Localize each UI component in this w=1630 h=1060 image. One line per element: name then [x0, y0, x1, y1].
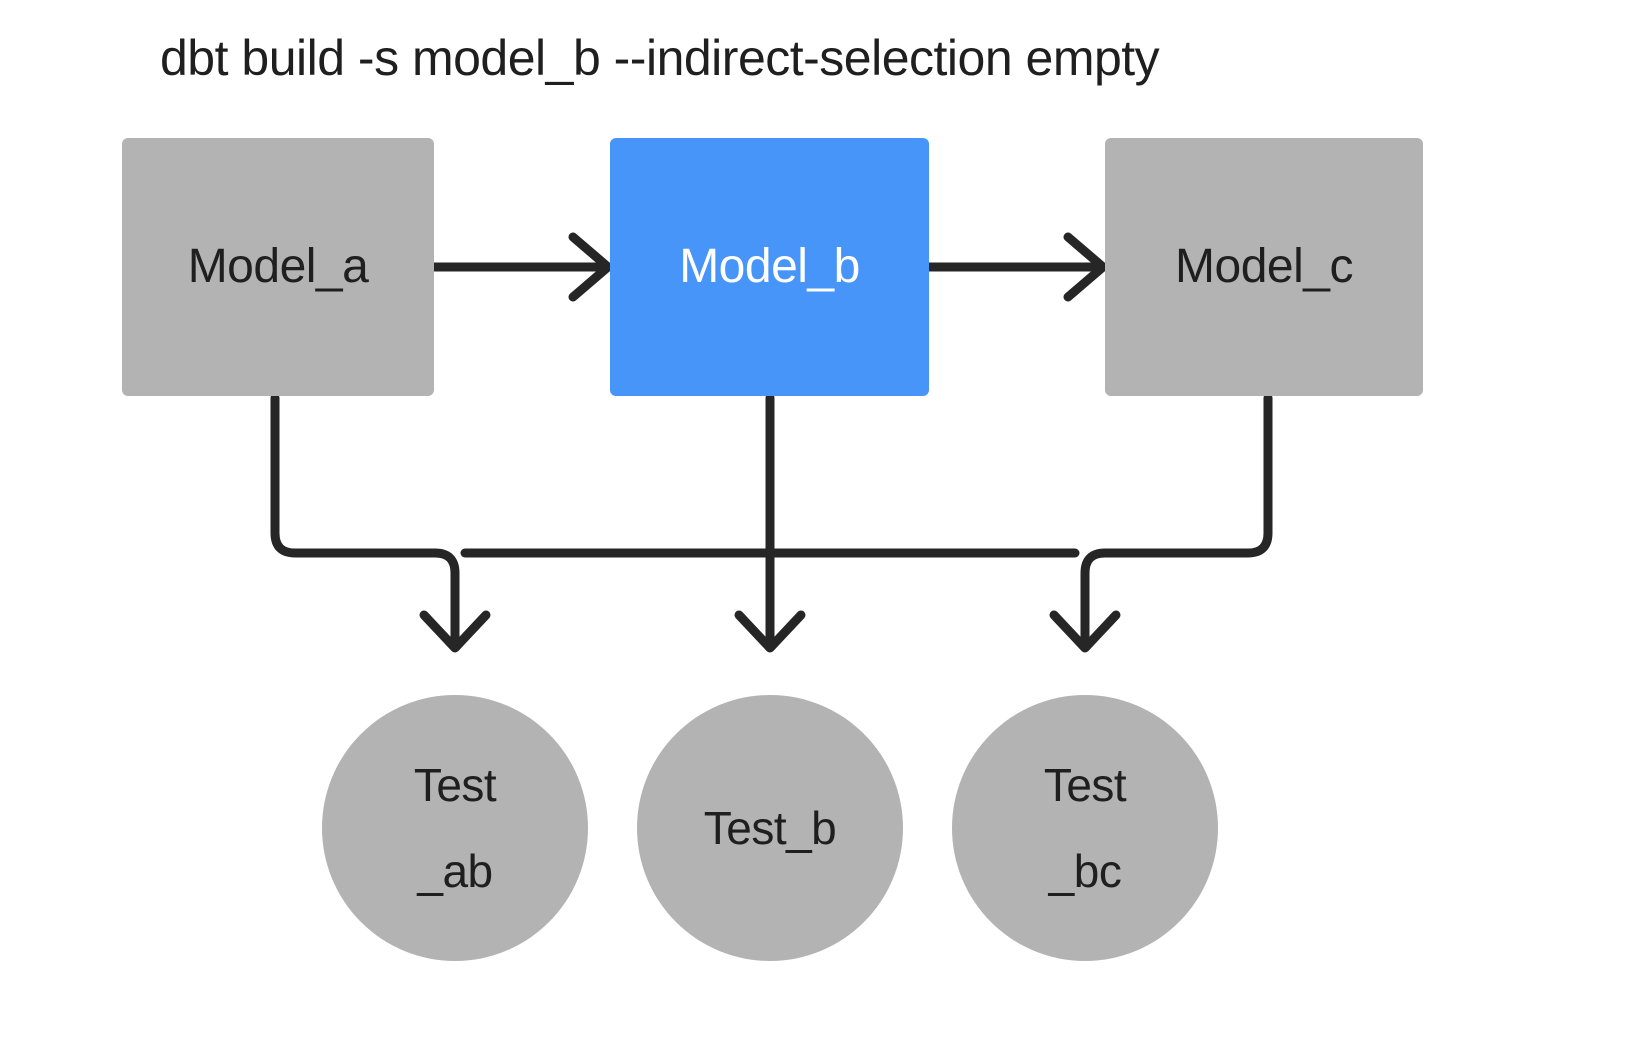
node-test-b-label-line1: Test_b — [703, 802, 837, 854]
edge-model-a-to-test-ab — [270, 393, 460, 650]
node-model-c-label: Model_c — [1175, 240, 1353, 293]
node-model-c[interactable]: Model_c — [1105, 138, 1423, 396]
node-test-bc[interactable]: Test _bc — [952, 695, 1218, 961]
node-test-bc-label-line2: _bc — [1048, 845, 1122, 897]
node-model-a-label: Model_a — [187, 240, 369, 293]
node-test-bc-label-line1: Test — [1043, 759, 1127, 811]
node-model-b-label: Model_b — [679, 240, 860, 293]
node-model-a[interactable]: Model_a — [122, 138, 434, 396]
arrowhead-test-b — [734, 610, 806, 653]
arrowhead-model-b — [568, 232, 613, 302]
page-title: dbt build -s model_b --indirect-selectio… — [160, 30, 1160, 86]
node-test-b[interactable]: Test_b — [637, 695, 903, 961]
arrowhead-model-c — [1063, 232, 1108, 302]
node-test-ab-label-line1: Test — [413, 759, 497, 811]
arrowhead-test-bc — [1049, 610, 1121, 653]
edge-model-c-to-test-bc — [1080, 393, 1273, 650]
node-model-b[interactable]: Model_b — [610, 138, 929, 396]
node-test-ab[interactable]: Test _ab — [322, 695, 588, 961]
node-test-ab-label-line2: _ab — [417, 845, 493, 897]
arrowhead-test-ab — [419, 610, 491, 653]
